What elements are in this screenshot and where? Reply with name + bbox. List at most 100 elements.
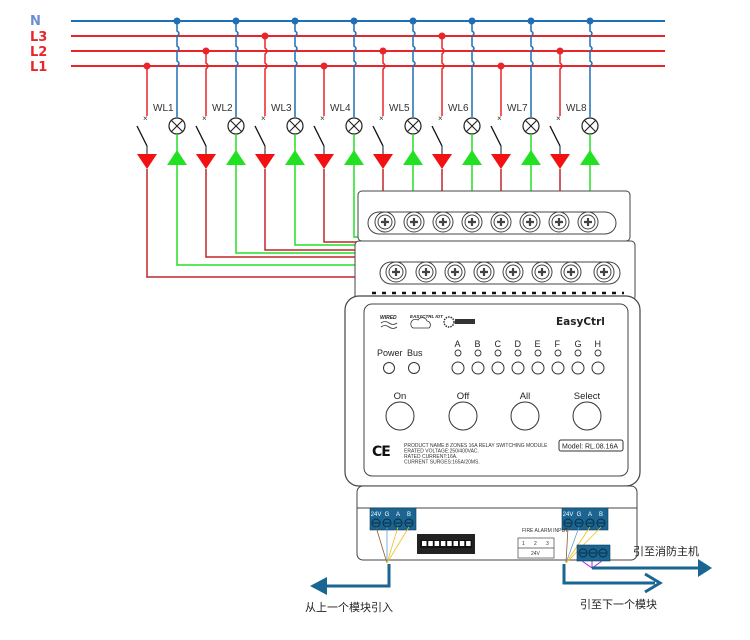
junction-dot <box>291 17 299 25</box>
panel-logos: WIRED EASYCTRL IOT EasyCtrl <box>380 314 605 329</box>
logo-easyctrl-iot: EASYCTRL IOT <box>410 314 444 319</box>
load-label: WL1 <box>153 103 174 114</box>
bus-wire <box>386 526 410 564</box>
output-arrow-icon <box>196 154 216 169</box>
switch-contact-mark: × <box>202 114 207 123</box>
fire-alarm-label: FIRE ALARM INPUT <box>522 528 568 534</box>
cloud-icon <box>410 317 431 329</box>
load-circuit: ×WL5 <box>372 17 423 169</box>
terminal-screw[interactable] <box>473 261 495 283</box>
relay-module <box>344 190 641 561</box>
bus-label-l2: L2 <box>30 45 47 60</box>
channel-led <box>534 349 542 357</box>
switch-blade <box>490 125 502 147</box>
output-arrow-icon <box>255 154 275 169</box>
dip-key[interactable] <box>453 541 459 546</box>
channel-button[interactable] <box>511 361 525 375</box>
terminal-screw[interactable] <box>374 211 396 233</box>
terminal-screw[interactable] <box>577 211 599 233</box>
terminal-screw[interactable] <box>432 211 454 233</box>
load-circuit: ×WL2 <box>195 17 246 169</box>
button-off[interactable]: Off <box>448 391 478 431</box>
terminal-label: 24V <box>563 512 574 518</box>
terminal-label: 24V <box>371 512 382 518</box>
terminal-label: A <box>588 512 592 518</box>
power-label: Power <box>377 348 403 358</box>
neutral-drop-wire <box>530 21 534 117</box>
channel-h: H <box>591 339 605 375</box>
fire-alarm-voltage: 24V <box>531 551 541 557</box>
terminal-screw[interactable] <box>490 211 512 233</box>
load-label: WL5 <box>389 103 410 114</box>
junction-dot <box>202 47 210 55</box>
phase-drop-wire <box>441 36 445 116</box>
wired-wave-icon <box>380 321 398 329</box>
terminal-label: B <box>407 512 411 518</box>
fire-alarm-pin-1: 1 <box>522 541 525 547</box>
arrow-left-head <box>310 577 327 595</box>
front-panel <box>363 303 629 477</box>
annotation-from-previous: 从上一个模块引入 <box>305 600 393 614</box>
channel-button[interactable] <box>491 361 505 375</box>
switch-blade <box>136 125 148 147</box>
dip-key[interactable] <box>434 541 440 546</box>
channel-led <box>574 349 582 357</box>
lamp-icon <box>404 117 422 135</box>
button-select[interactable]: Select <box>572 391 602 431</box>
dip-key[interactable] <box>459 541 465 546</box>
channel-f: F <box>551 339 565 375</box>
button-on[interactable]: On <box>385 391 415 431</box>
logo-wired: WIRED <box>380 315 397 321</box>
terminal-screw[interactable] <box>461 211 483 233</box>
output-arrow-icon <box>491 154 511 169</box>
output-arrow-icon <box>373 154 393 169</box>
neutral-drop-wire <box>471 21 475 117</box>
terminal-screw[interactable] <box>502 261 524 283</box>
terminal-screw[interactable] <box>385 261 407 283</box>
terminal-screw[interactable] <box>593 261 615 283</box>
dip-key[interactable] <box>447 541 452 546</box>
terminal-screw[interactable] <box>531 261 553 283</box>
switch-blade <box>372 125 384 147</box>
bus-wire <box>375 526 388 564</box>
terminal-screws <box>367 211 621 285</box>
return-arrow-icon <box>285 150 305 165</box>
dip-key[interactable] <box>428 541 433 546</box>
channel-button[interactable] <box>551 361 565 375</box>
channel-button[interactable] <box>451 361 465 375</box>
terminal-screw[interactable] <box>403 211 425 233</box>
terminal-screw[interactable] <box>548 211 570 233</box>
fire-alarm-pin-3: 3 <box>546 541 549 547</box>
channel-button[interactable] <box>531 361 545 375</box>
bus-lines <box>71 20 665 67</box>
channel-button[interactable] <box>471 361 485 375</box>
switch-blade <box>313 125 325 147</box>
phase-drop-wire <box>264 36 268 116</box>
channel-button[interactable] <box>571 361 585 375</box>
return-arrow-icon <box>521 150 541 165</box>
terminal-label: G <box>577 512 582 518</box>
dip-key[interactable] <box>466 541 471 546</box>
lamp-icon <box>168 117 186 135</box>
terminal-screw[interactable] <box>415 261 437 283</box>
spec-line: CURRENT SURGES:165A/20MS. <box>404 460 480 466</box>
terminal-screw[interactable] <box>444 261 466 283</box>
terminal-screw[interactable] <box>519 211 541 233</box>
terminal-screw[interactable] <box>560 261 582 283</box>
dip-switch[interactable] <box>417 534 475 554</box>
channel-label: H <box>595 339 602 349</box>
dip-key[interactable] <box>440 541 446 546</box>
load-label: WL4 <box>330 103 351 114</box>
channel-led <box>554 349 562 357</box>
dip-key[interactable] <box>422 541 427 546</box>
spec-line: PRODUCT NAME:8 ZONES 16A RELAY SWITCHING… <box>404 443 548 449</box>
output-arrow-icon <box>137 154 157 169</box>
lower-terminal-strip <box>379 261 621 285</box>
button-all[interactable]: All <box>510 391 540 431</box>
switch-contact-mark: × <box>497 114 502 123</box>
terminal-label: B <box>599 512 603 518</box>
channel-button[interactable] <box>591 361 605 375</box>
